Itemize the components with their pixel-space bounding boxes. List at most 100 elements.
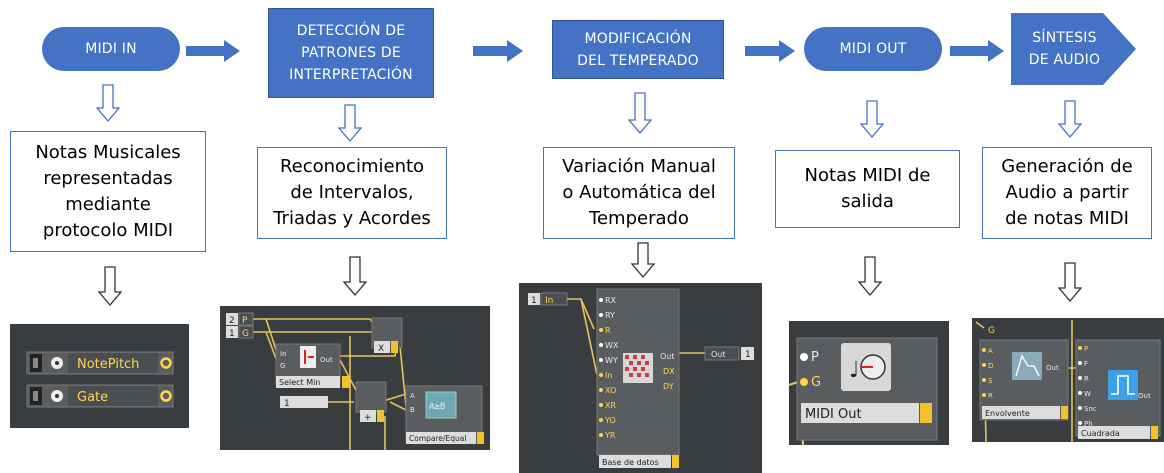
description-line: Audio a partir: [1005, 182, 1129, 203]
stage-label: DE AUDIO: [1028, 52, 1101, 68]
svg-text:XO: XO: [605, 386, 616, 395]
svg-text:D: D: [988, 362, 993, 370]
stage-label: SÍNTESIS: [1032, 30, 1097, 46]
svg-text:Compare/Equal: Compare/Equal: [409, 434, 466, 443]
square-wave-icon: [1108, 370, 1138, 400]
description-line: Notas Musicales: [35, 141, 181, 163]
svg-text:MIDI Out: MIDI Out: [805, 407, 862, 422]
description-line: Generación de: [1001, 156, 1133, 177]
stage-label: MODIFICACIÓN: [584, 30, 692, 47]
svg-text:W: W: [1084, 390, 1091, 398]
stage-temperament-modification: MODIFICACIÓN DEL TEMPERADO: [552, 20, 724, 79]
svg-text:1: 1: [284, 399, 290, 409]
svg-text:Out: Out: [1046, 364, 1059, 372]
description-line: Reconocimiento: [279, 156, 425, 177]
description-box-modification: Variación Manual o Automática del Temper…: [543, 147, 735, 239]
svg-text:Out: Out: [711, 350, 726, 359]
output-port: [160, 357, 172, 369]
svg-text:R: R: [1084, 375, 1089, 383]
down-arrow-icon: [338, 104, 362, 142]
svg-text:G: G: [242, 329, 249, 339]
stage-label: DETECCIÓN DE: [296, 23, 406, 39]
svg-text:WY: WY: [605, 356, 618, 365]
output-port: [160, 390, 172, 402]
svg-text:A≥B: A≥B: [429, 402, 445, 412]
svg-text:+: +: [364, 413, 372, 423]
svg-text:1: 1: [745, 350, 751, 360]
down-arrow-icon: [1058, 100, 1082, 138]
down-arrow-icon: [1058, 262, 1082, 302]
svg-text:R: R: [605, 326, 611, 335]
stage-label: PATRONES DE: [301, 45, 401, 61]
svg-text:1: 1: [229, 329, 235, 339]
svg-text:S: S: [988, 377, 993, 385]
svg-text:Ph: Ph: [1084, 420, 1093, 428]
svg-text:G: G: [988, 326, 995, 336]
description-line: o Automática del: [562, 182, 716, 203]
description-box-midi-out: Notas MIDI de salida: [775, 150, 960, 228]
svg-text:In: In: [605, 371, 612, 380]
svg-text:Out: Out: [660, 352, 675, 361]
description-line: protocolo MIDI: [42, 219, 174, 241]
svg-text:Base de datos: Base de datos: [602, 458, 659, 467]
svg-text:1: 1: [531, 296, 537, 306]
stage-audio-synthesis: SÍNTESIS DE AUDIO: [1011, 13, 1136, 85]
stage-label: INTERPRETACIÓN: [289, 67, 413, 83]
svg-text:Envolvente: Envolvente: [985, 409, 1030, 418]
synthesis-module-panel: G A D S R Out Envolvente P F R W Snc Ph …: [972, 318, 1164, 442]
svg-text:♩: ♩: [849, 358, 859, 383]
right-arrow-icon: [950, 40, 1004, 62]
database-module-panel: 1 In RX RY R WX WY In XO XR YO YR Out DX…: [519, 283, 762, 473]
description-box-synthesis: Generación de Audio a partir de notas MI…: [982, 147, 1152, 239]
svg-text:P: P: [1084, 345, 1088, 353]
svg-text:In: In: [545, 296, 553, 306]
down-arrow-icon: [96, 84, 120, 122]
stage-label: MIDI IN: [85, 41, 137, 57]
svg-text:Cuadrada: Cuadrada: [1081, 429, 1120, 438]
stage-pattern-detection: DETECCIÓN DE PATRONES DE INTERPRETACIÓN: [268, 8, 434, 98]
midi-in-module-panel: NotePitch Gate: [10, 324, 189, 428]
svg-text:2: 2: [229, 316, 235, 326]
svg-text:Snc: Snc: [1084, 405, 1097, 413]
svg-text:YR: YR: [604, 431, 616, 440]
svg-text:G: G: [280, 362, 285, 370]
description-line: representadas: [43, 167, 173, 189]
svg-text:RY: RY: [605, 311, 615, 320]
description-line: de Intervalos,: [290, 182, 414, 203]
description-line: de notas MIDI: [1005, 208, 1129, 229]
envelope-icon: [1012, 352, 1042, 380]
description-line: mediante: [65, 193, 151, 215]
down-arrow-icon: [858, 256, 882, 296]
svg-text:RX: RX: [605, 296, 617, 305]
svg-text:In: In: [280, 350, 287, 358]
svg-text:P: P: [811, 350, 819, 365]
svg-text:B: B: [410, 406, 415, 414]
svg-text:Select Min: Select Min: [279, 378, 320, 387]
down-arrow-icon: [631, 242, 655, 278]
description-line: salida: [841, 191, 894, 212]
svg-text:R: R: [988, 392, 993, 400]
svg-text:G: G: [811, 375, 821, 390]
svg-text:P: P: [242, 316, 248, 326]
svg-text:Out: Out: [320, 356, 333, 364]
description-box-midi-in: Notas Musicales representadas mediante p…: [10, 131, 206, 252]
description-line: Temperado: [589, 208, 689, 229]
svg-text:YO: YO: [604, 416, 616, 425]
pentagon-arrow-shape: [1011, 13, 1136, 85]
description-line: Triadas y Acordes: [273, 208, 431, 229]
stage-midi-out: MIDI OUT: [804, 27, 942, 71]
svg-text:A: A: [988, 347, 993, 355]
down-arrow-icon: [98, 266, 122, 306]
description-line: Variación Manual: [562, 156, 716, 177]
stage-label: MIDI OUT: [839, 41, 907, 57]
pattern-detection-graph-panel: 2 P 1 G In G Out Select Min X 1 + A B: [220, 306, 490, 450]
svg-text:XR: XR: [605, 401, 616, 410]
right-arrow-icon: [186, 40, 240, 62]
port-label: Gate: [77, 390, 108, 405]
stage-midi-in: MIDI IN: [42, 27, 180, 71]
right-arrow-icon: [473, 40, 523, 62]
midi-out-module-panel: P G ♩ MIDI Out: [789, 321, 949, 445]
down-arrow-icon: [628, 92, 652, 134]
down-arrow-icon: [860, 100, 884, 138]
svg-text:Out: Out: [1138, 392, 1151, 400]
